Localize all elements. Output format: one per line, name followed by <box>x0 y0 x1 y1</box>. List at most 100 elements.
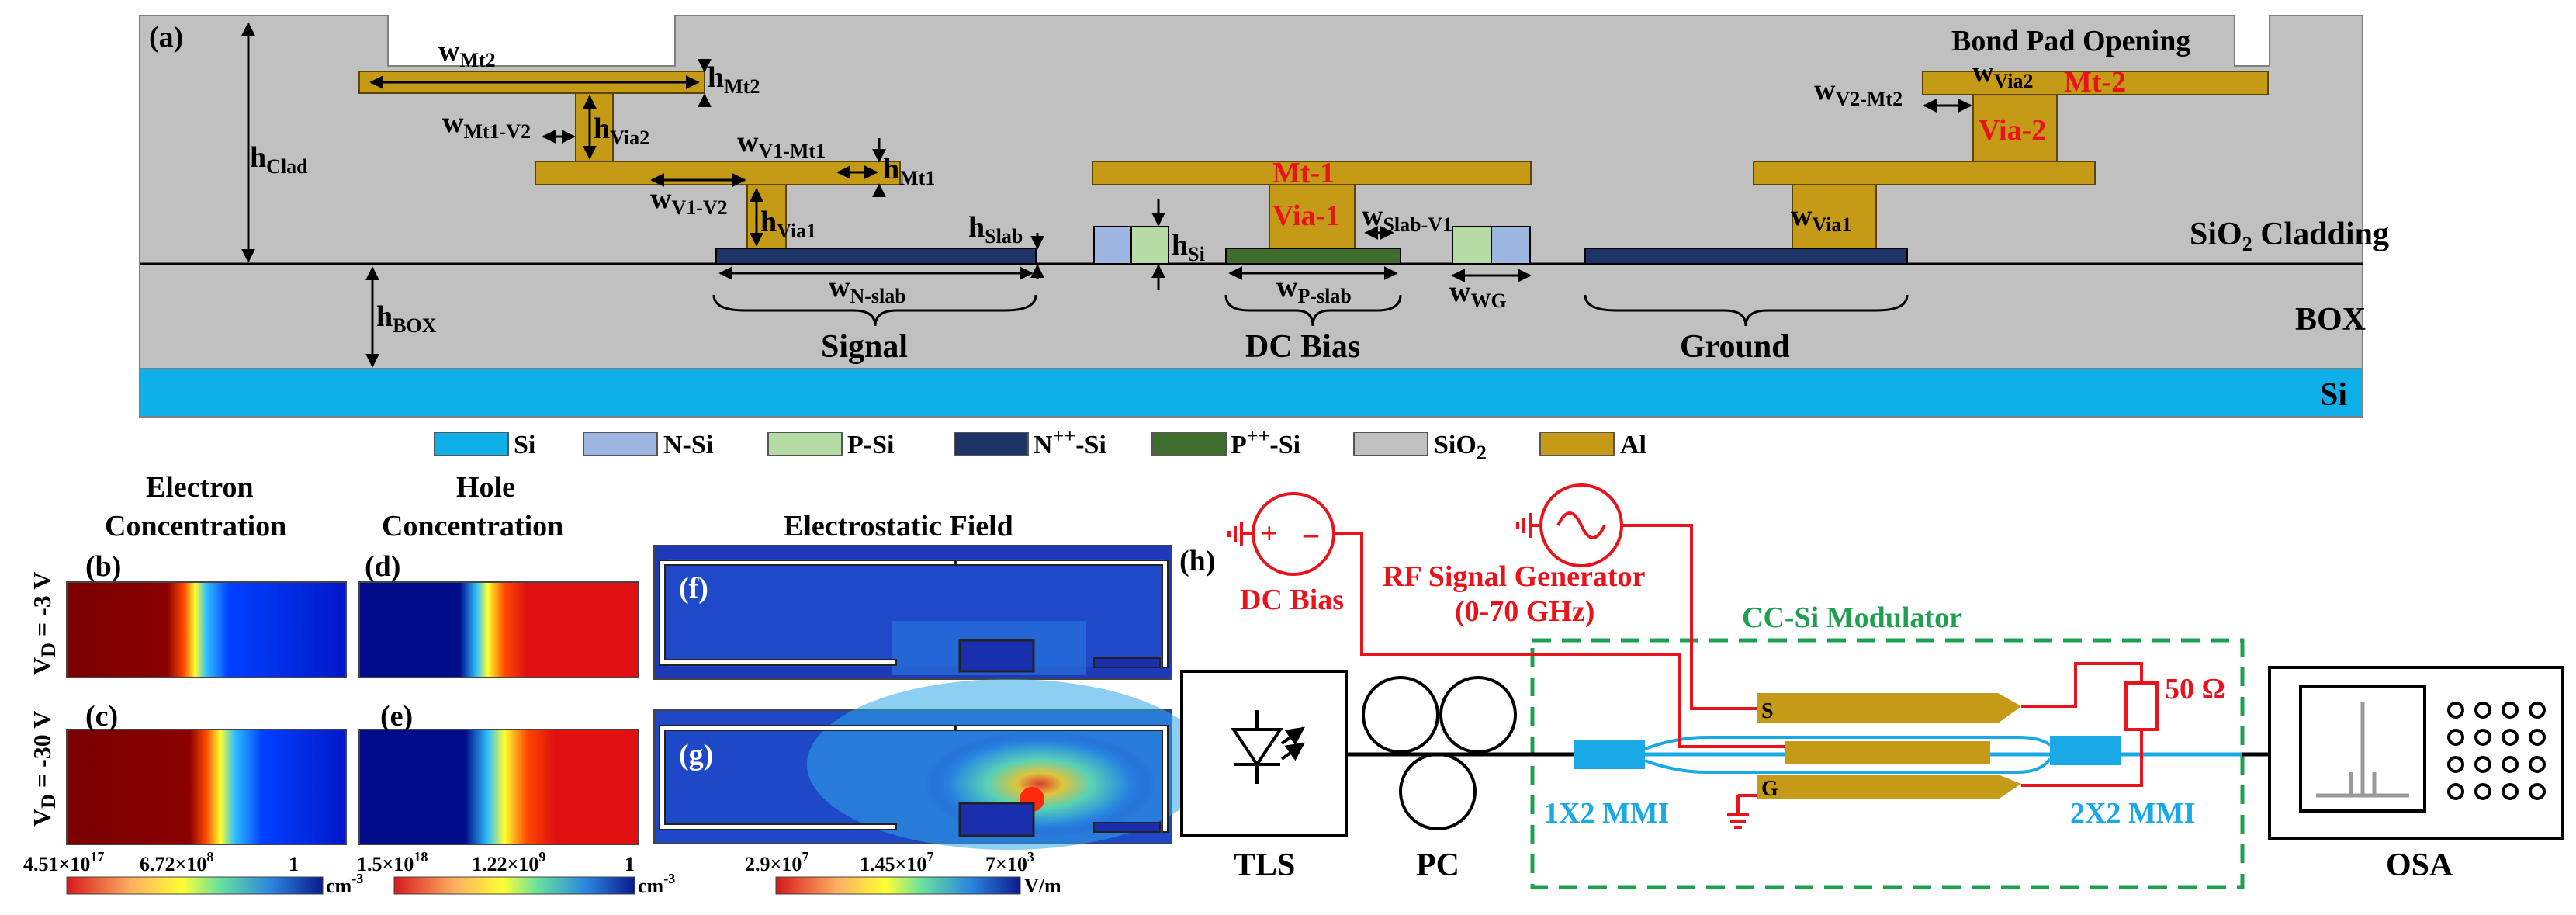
rf-wiring <box>1333 524 2159 829</box>
rf-ground-icon <box>1516 513 1541 538</box>
svg-text:hVia1: hVia1 <box>760 206 816 242</box>
pc-icon <box>1362 676 1517 830</box>
svg-text:wP-slab: wP-slab <box>1276 271 1352 307</box>
dc-bias-text: DC Bias <box>1240 584 1344 616</box>
ground-mt2 <box>1922 71 2269 95</box>
material-legend: Si N-Si P-Si N++-Si P++-Si SiO2 Al <box>434 425 1646 464</box>
waveguide-left-n <box>1093 226 1132 265</box>
ground-label: Ground <box>1680 329 1790 365</box>
legend-swatch-n-si <box>583 432 658 456</box>
dc-via1 <box>1269 184 1356 249</box>
svg-text:hMt1: hMt1 <box>883 153 935 189</box>
legend-swatch-ppp-si <box>1151 432 1227 456</box>
svg-text:wV1-V2: wV1-V2 <box>650 182 728 219</box>
electron-map-bottom <box>66 729 347 845</box>
box-layer <box>139 263 2363 369</box>
tag-b: (b) <box>85 550 121 583</box>
legend-label-sio2: SiO2 <box>1434 431 1487 464</box>
svg-text:wVia1: wVia1 <box>1791 199 1852 236</box>
mt1-label: Mt-1 <box>1272 157 1335 189</box>
electron-colorbar <box>66 876 324 895</box>
hole-map-bottom <box>358 729 639 845</box>
tag-c: (c) <box>85 700 118 733</box>
svg-text:hSlab: hSlab <box>968 211 1023 248</box>
svg-text:hSi: hSi <box>1172 229 1205 265</box>
legend-label-al: Al <box>1620 431 1646 459</box>
tag-d: (d) <box>365 550 400 583</box>
vd-top-label: VD = -3 V <box>28 572 60 675</box>
hole-colorbar-labels: 1.5×1018 1.22×109 1 cm-3 <box>357 844 675 897</box>
svg-text:wMt1-V2: wMt1-V2 <box>442 106 531 143</box>
mmi-1x2 <box>1574 740 1645 769</box>
legend-label-ppp-si: P++-Si <box>1231 425 1300 459</box>
mmi2-label: 2X2 MMI <box>2070 797 2195 830</box>
modulator-label: CC-Si Modulator <box>1742 601 1962 634</box>
tag-e: (e) <box>380 700 413 733</box>
simulation-panels: Electron Concentration Hole Concentratio… <box>23 471 1210 897</box>
tls-label: TLS <box>1234 847 1295 883</box>
tag-f: (f) <box>679 572 708 605</box>
electron-title: Electron <box>146 471 254 504</box>
signal-label: Signal <box>821 329 908 365</box>
g-label: G <box>1761 777 1778 801</box>
laser-diode-icon <box>1231 710 1305 784</box>
hole-title: Hole <box>456 471 515 504</box>
via2-label: Via-2 <box>1979 114 2046 147</box>
ground-via2 <box>1972 94 2058 162</box>
svg-text:hVia2: hVia2 <box>594 113 649 149</box>
electron-map-top <box>66 581 347 678</box>
braces <box>712 294 1909 327</box>
field-title: Electrostatic Field <box>784 510 1013 542</box>
legend-swatch-sio2 <box>1353 432 1428 456</box>
dc-ground-icon <box>1227 522 1253 546</box>
svg-text:hClad: hClad <box>250 141 308 178</box>
waveguide-right-n <box>1491 226 1531 265</box>
ohm-label: 50 Ω <box>2165 673 2225 705</box>
osa-buttons <box>2447 702 2546 800</box>
field-colorbar-labels: 2.9×107 1.45×107 7×103 V/m <box>745 844 1061 897</box>
dimension-labels: hClad wMt2 hMt2 wMt1-V2 hVia2 wV1-Mt1 hM… <box>250 35 2034 337</box>
dc-bias-label: DC Bias <box>1245 329 1360 365</box>
box-label: BOX <box>2295 302 2366 338</box>
svg-text:hBOX: hBOX <box>376 300 437 337</box>
hole-colorbar <box>393 876 635 895</box>
si-substrate <box>139 368 2363 418</box>
p-slab <box>1225 248 1401 265</box>
center-electrode <box>1785 741 1990 764</box>
cladding-label: SiO2 Cladding <box>2190 217 2389 255</box>
panel-a-tag: (a) <box>149 21 183 54</box>
mmi1-label: 1X2 MMI <box>1544 797 1669 830</box>
svg-text:wMt2: wMt2 <box>438 35 496 71</box>
field-colorbar <box>775 876 1021 895</box>
ground-electrode <box>1757 775 2021 799</box>
svg-text:wWG: wWG <box>1449 276 1507 312</box>
n-slab-ground <box>1584 248 1908 265</box>
hole-map-top <box>358 581 639 678</box>
modulator-box <box>1530 638 2245 889</box>
sine-icon <box>1556 511 1606 539</box>
legend-label-p-si: P-Si <box>847 431 894 459</box>
legend-label-npp-si: N++-Si <box>1034 425 1106 459</box>
via1-label: Via-1 <box>1272 199 1340 232</box>
electron-colorbar-labels: 4.51×1017 6.72×108 1 cm-3 <box>23 844 363 897</box>
svg-text:+: + <box>1261 518 1278 550</box>
legend-swatch-si <box>434 432 509 456</box>
svg-text:wSlab-V1: wSlab-V1 <box>1362 199 1452 236</box>
n-slab <box>715 248 1037 265</box>
ground-mt1 <box>1753 161 2096 185</box>
waveguide-left-p <box>1130 226 1169 265</box>
svg-text:–: – <box>1303 518 1319 550</box>
legend-swatch-npp-si <box>954 432 1029 456</box>
pc-label: PC <box>1416 847 1459 883</box>
svg-text:wN-slab: wN-slab <box>829 271 906 307</box>
bond-pad-opening: Bond Pad Opening <box>1951 25 2190 57</box>
waveguide-right-p <box>1452 226 1492 265</box>
svg-text:wV2-Mt2: wV2-Mt2 <box>1814 74 1903 110</box>
s-label: S <box>1761 699 1774 723</box>
legend-label-si: Si <box>514 431 535 459</box>
rf-gen-text: RF Signal Generator <box>1383 560 1646 593</box>
panel-h-tag: (h) <box>1179 545 1215 577</box>
svg-text:wVia2: wVia2 <box>1972 56 2034 92</box>
mmi-2x2 <box>2050 736 2121 765</box>
legend-label-n-si: N-Si <box>663 431 713 459</box>
